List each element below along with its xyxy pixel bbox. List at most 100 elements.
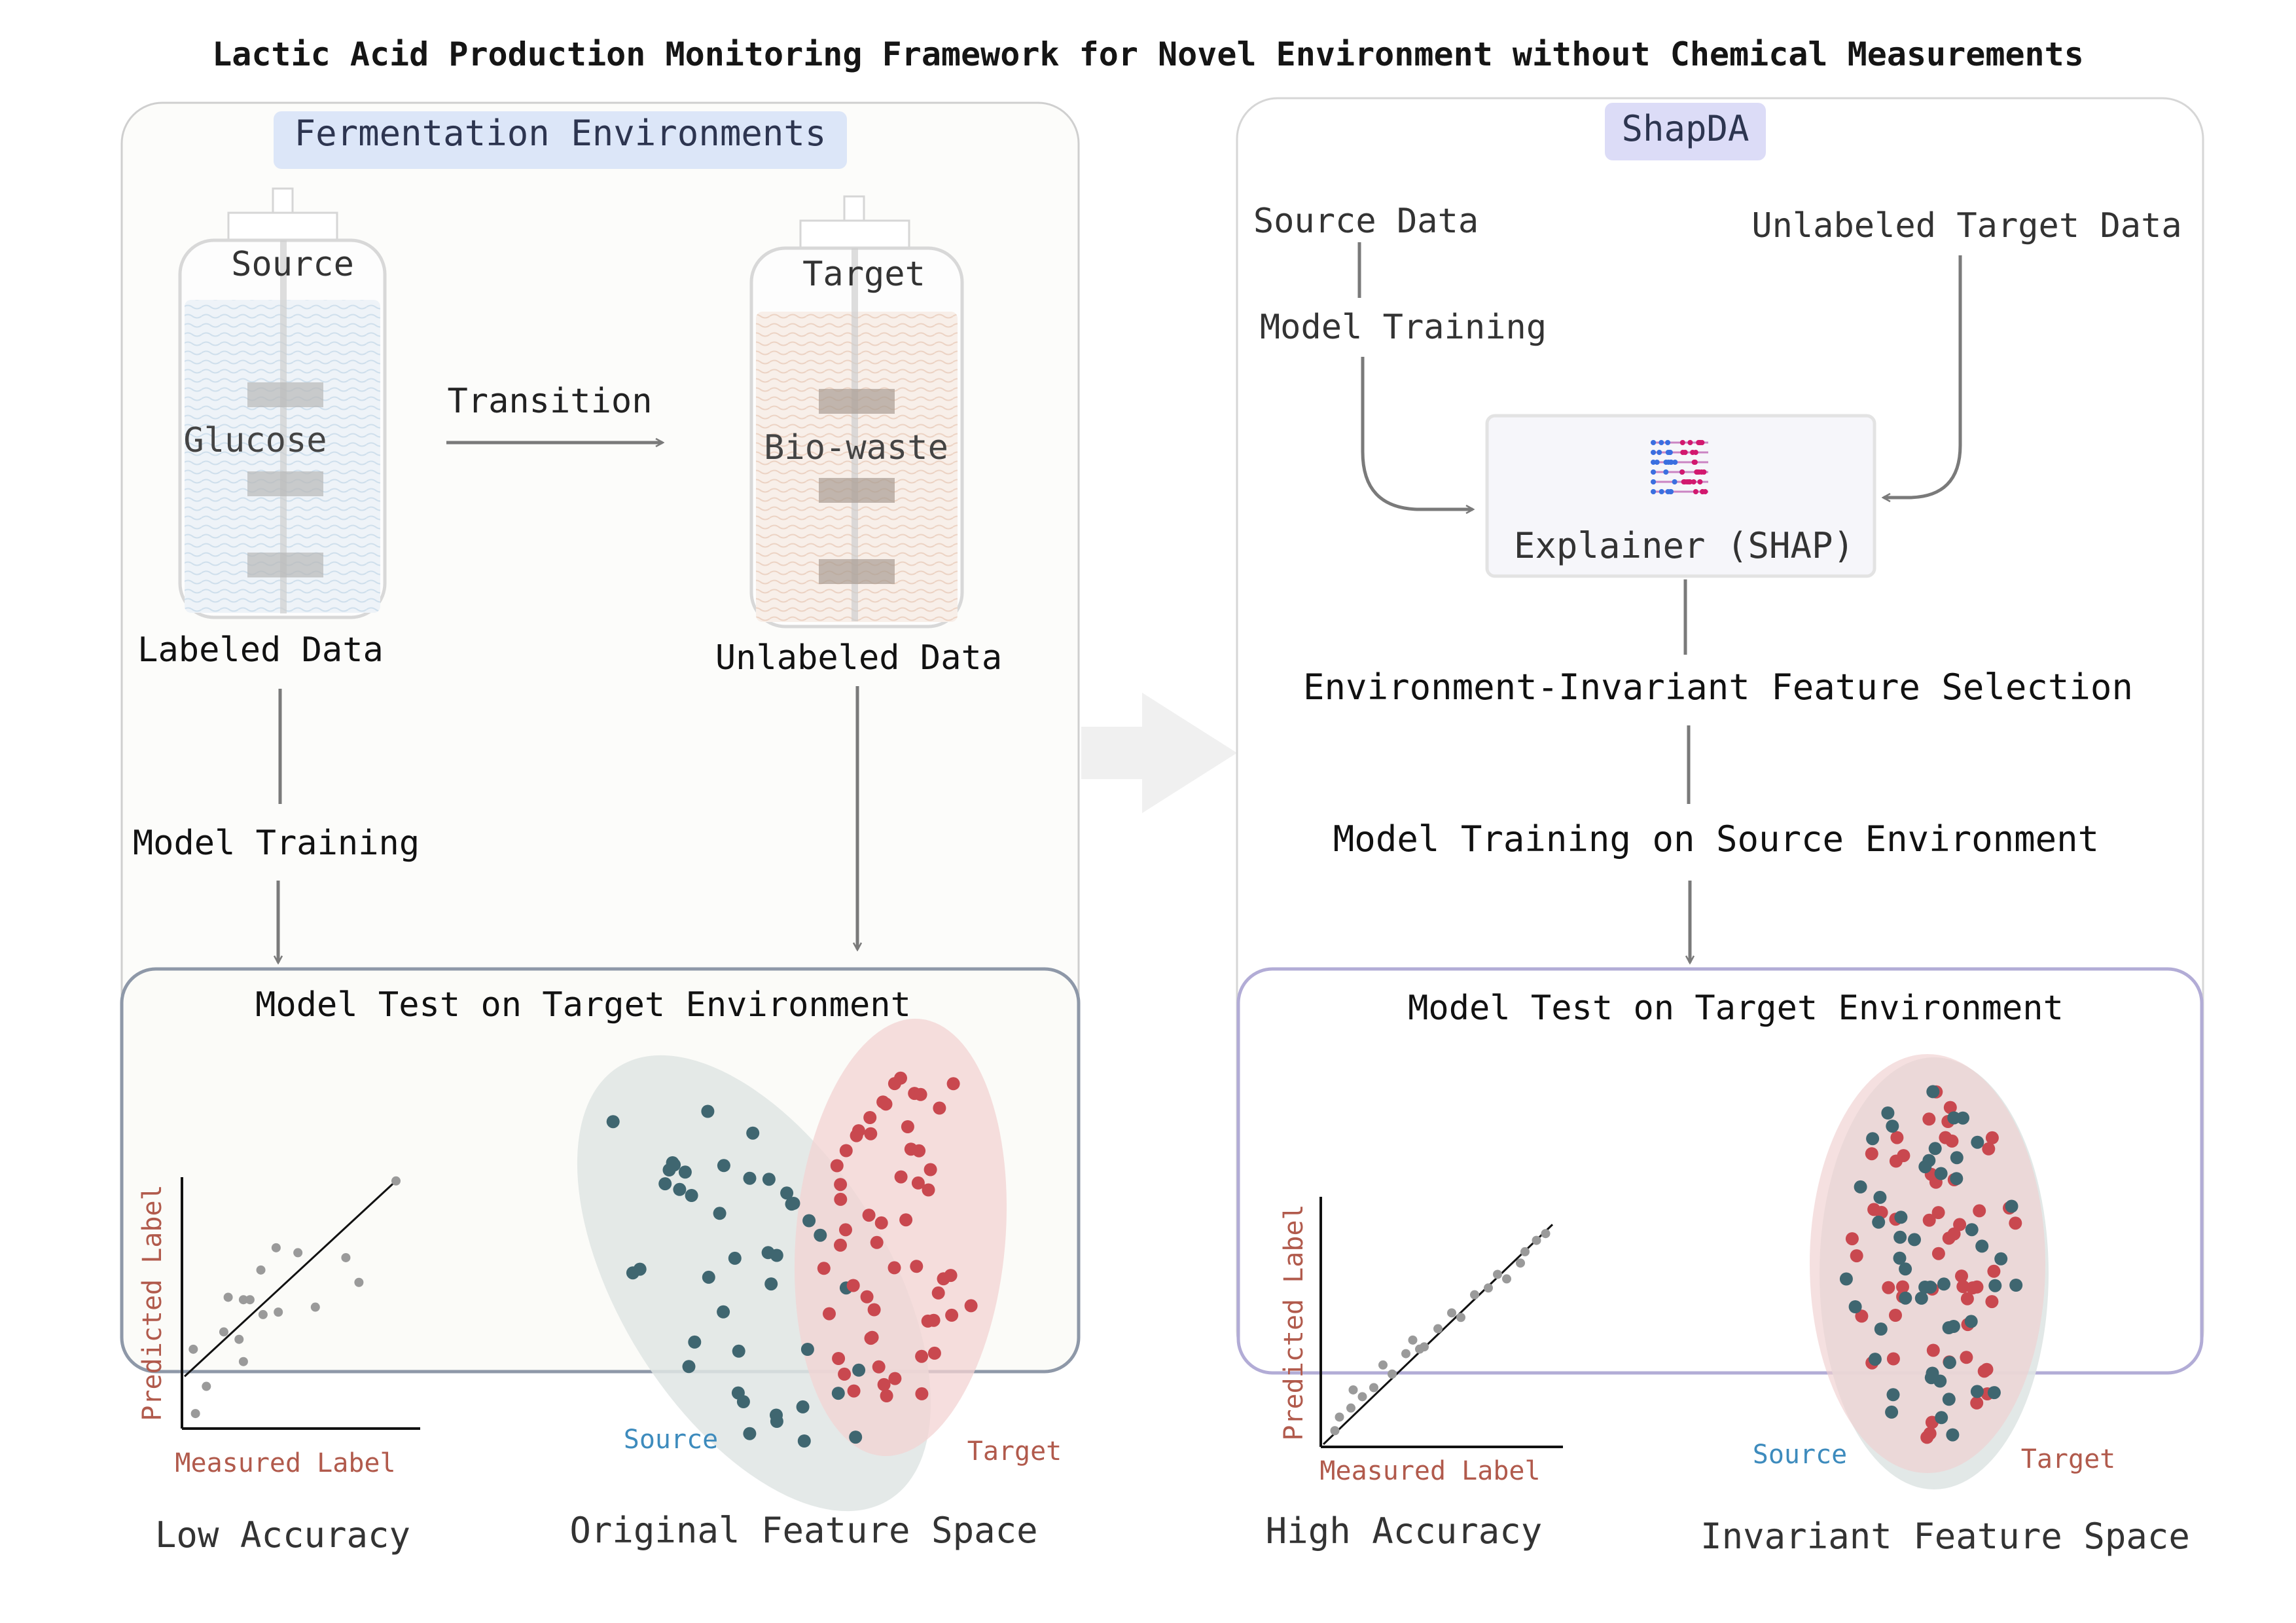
explainer-label: Explainer (SHAP) bbox=[1514, 525, 1854, 566]
source-feature-point bbox=[1965, 1223, 1979, 1237]
right-panel-header-chip bbox=[1605, 103, 1766, 160]
source-feature-point bbox=[1970, 1385, 1984, 1398]
left-panel-header: Fermentation Environments bbox=[295, 113, 827, 154]
source-feature-point bbox=[849, 1431, 863, 1444]
source-feature-point bbox=[1886, 1388, 1900, 1402]
right-scatter-point bbox=[1520, 1247, 1530, 1256]
right-target-legend: Target bbox=[2021, 1444, 2116, 1474]
source-feature-point bbox=[1934, 1167, 1948, 1180]
left-scatter-point bbox=[271, 1243, 281, 1252]
left-y-axis-label: Predicted Label bbox=[137, 1184, 168, 1421]
source-feature-point bbox=[1937, 1277, 1950, 1291]
right-scatter-point bbox=[1456, 1313, 1465, 1322]
source-feature-point bbox=[1988, 1279, 2002, 1292]
target-feature-point bbox=[945, 1308, 959, 1322]
target-feature-point bbox=[1985, 1131, 1999, 1144]
source-feature-point bbox=[682, 1360, 696, 1374]
source-feature-point bbox=[1926, 1085, 1940, 1099]
target-feature-point bbox=[877, 1377, 891, 1391]
training-to-explainer-arrow bbox=[1361, 357, 1473, 509]
target-feature-point bbox=[931, 1286, 945, 1300]
left-scatter-fit-line bbox=[183, 1180, 397, 1377]
source-feature-point bbox=[713, 1207, 726, 1220]
target-feature-point bbox=[1985, 1295, 1999, 1309]
source-feature-point bbox=[1987, 1386, 2001, 1400]
target-feature-point bbox=[839, 1223, 852, 1237]
source-training-label: Model Training on Source Environment bbox=[1333, 818, 2099, 860]
source-feature-point bbox=[1873, 1190, 1887, 1204]
target-feature-point bbox=[914, 1087, 927, 1101]
source-feature-point bbox=[1886, 1120, 1899, 1133]
source-data-label: Source Data bbox=[1253, 202, 1479, 241]
source-feature-point bbox=[1868, 1353, 1882, 1366]
source-feature-point bbox=[1908, 1233, 1921, 1247]
target-vessel-content: Bio-waste bbox=[764, 428, 948, 467]
right-scatter-point bbox=[1516, 1258, 1525, 1268]
left-scatter-point bbox=[223, 1292, 233, 1302]
left-scatter-point bbox=[238, 1295, 248, 1305]
source-feature-point bbox=[1975, 1239, 1989, 1253]
target-feature-point bbox=[915, 1349, 929, 1363]
source-feature-point bbox=[717, 1305, 730, 1319]
target-to-explainer-arrow bbox=[1884, 255, 1962, 498]
right-scatter-point bbox=[1447, 1308, 1456, 1318]
source-feature-point bbox=[1854, 1180, 1867, 1194]
target-feature-point bbox=[1931, 1247, 1945, 1260]
source-feature-point bbox=[1893, 1230, 1907, 1244]
target-feature-point bbox=[834, 1178, 848, 1192]
target-feature-point bbox=[1897, 1149, 1910, 1163]
left-scatter-point bbox=[274, 1307, 283, 1317]
right-scatter-point bbox=[1433, 1324, 1443, 1334]
target-feature-point bbox=[1955, 1269, 1968, 1283]
right-scatter-point bbox=[1541, 1229, 1551, 1239]
target-feature-point bbox=[964, 1299, 978, 1313]
original-feature-space-caption: Original Feature Space bbox=[569, 1510, 1037, 1551]
target-feature-point bbox=[1845, 1232, 1859, 1246]
target-feature-point bbox=[867, 1303, 881, 1317]
target-feature-point bbox=[1886, 1352, 1900, 1366]
source-feature-point bbox=[1964, 1315, 1978, 1328]
target-feature-point bbox=[1922, 1112, 1936, 1126]
left-scatter-plot bbox=[181, 1176, 420, 1430]
target-feature-point bbox=[1980, 1362, 1994, 1376]
high-accuracy-caption: High Accuracy bbox=[1266, 1510, 1543, 1552]
source-vessel-content: Glucose bbox=[183, 421, 327, 460]
target-cluster-blob bbox=[794, 1018, 1007, 1457]
right-scatter-fit-line bbox=[1322, 1224, 1554, 1446]
target-feature-point bbox=[1931, 1206, 1945, 1220]
target-feature-point bbox=[911, 1176, 925, 1190]
shap-summary-icon bbox=[1651, 440, 1708, 494]
target-feature-point bbox=[904, 1142, 918, 1156]
source-feature-point bbox=[1971, 1135, 1984, 1149]
left-scatter-point bbox=[188, 1344, 198, 1354]
right-scatter-point bbox=[1401, 1349, 1410, 1359]
left-scatter-point bbox=[391, 1176, 401, 1186]
diagram-title: Lactic Acid Production Monitoring Framew… bbox=[212, 35, 2084, 73]
right-scatter-point bbox=[1493, 1269, 1502, 1279]
target-feature-point bbox=[874, 1216, 888, 1230]
source-feature-point bbox=[796, 1400, 810, 1413]
source-feature-point bbox=[764, 1277, 778, 1291]
left-x-axis-label: Measured Label bbox=[175, 1448, 395, 1478]
source-feature-point bbox=[658, 1177, 672, 1191]
right-test-title: Model Test on Target Environment bbox=[1408, 989, 2064, 1028]
source-fermenter-icon bbox=[178, 187, 387, 619]
source-feature-point bbox=[1947, 1111, 1961, 1125]
target-feature-point bbox=[899, 1213, 913, 1227]
feature-selection-label: Environment-Invariant Feature Selection bbox=[1303, 666, 2133, 708]
target-feature-point bbox=[1960, 1292, 1974, 1305]
source-feature-point bbox=[1928, 1142, 1942, 1156]
labeled-data-caption: Labeled Data bbox=[137, 630, 384, 670]
source-feature-point bbox=[678, 1165, 692, 1179]
transition-label: Transition bbox=[447, 382, 652, 421]
target-feature-point bbox=[1953, 1218, 1967, 1231]
target-feature-point bbox=[924, 1163, 937, 1176]
source-feature-point bbox=[701, 1104, 715, 1118]
target-feature-point bbox=[823, 1307, 836, 1321]
target-feature-point bbox=[862, 1209, 876, 1222]
source-feature-point bbox=[770, 1415, 783, 1428]
target-feature-point bbox=[888, 1261, 901, 1275]
left-source-legend: Source bbox=[624, 1425, 719, 1455]
target-feature-point bbox=[1966, 1281, 1980, 1295]
target-feature-point bbox=[946, 1077, 960, 1091]
